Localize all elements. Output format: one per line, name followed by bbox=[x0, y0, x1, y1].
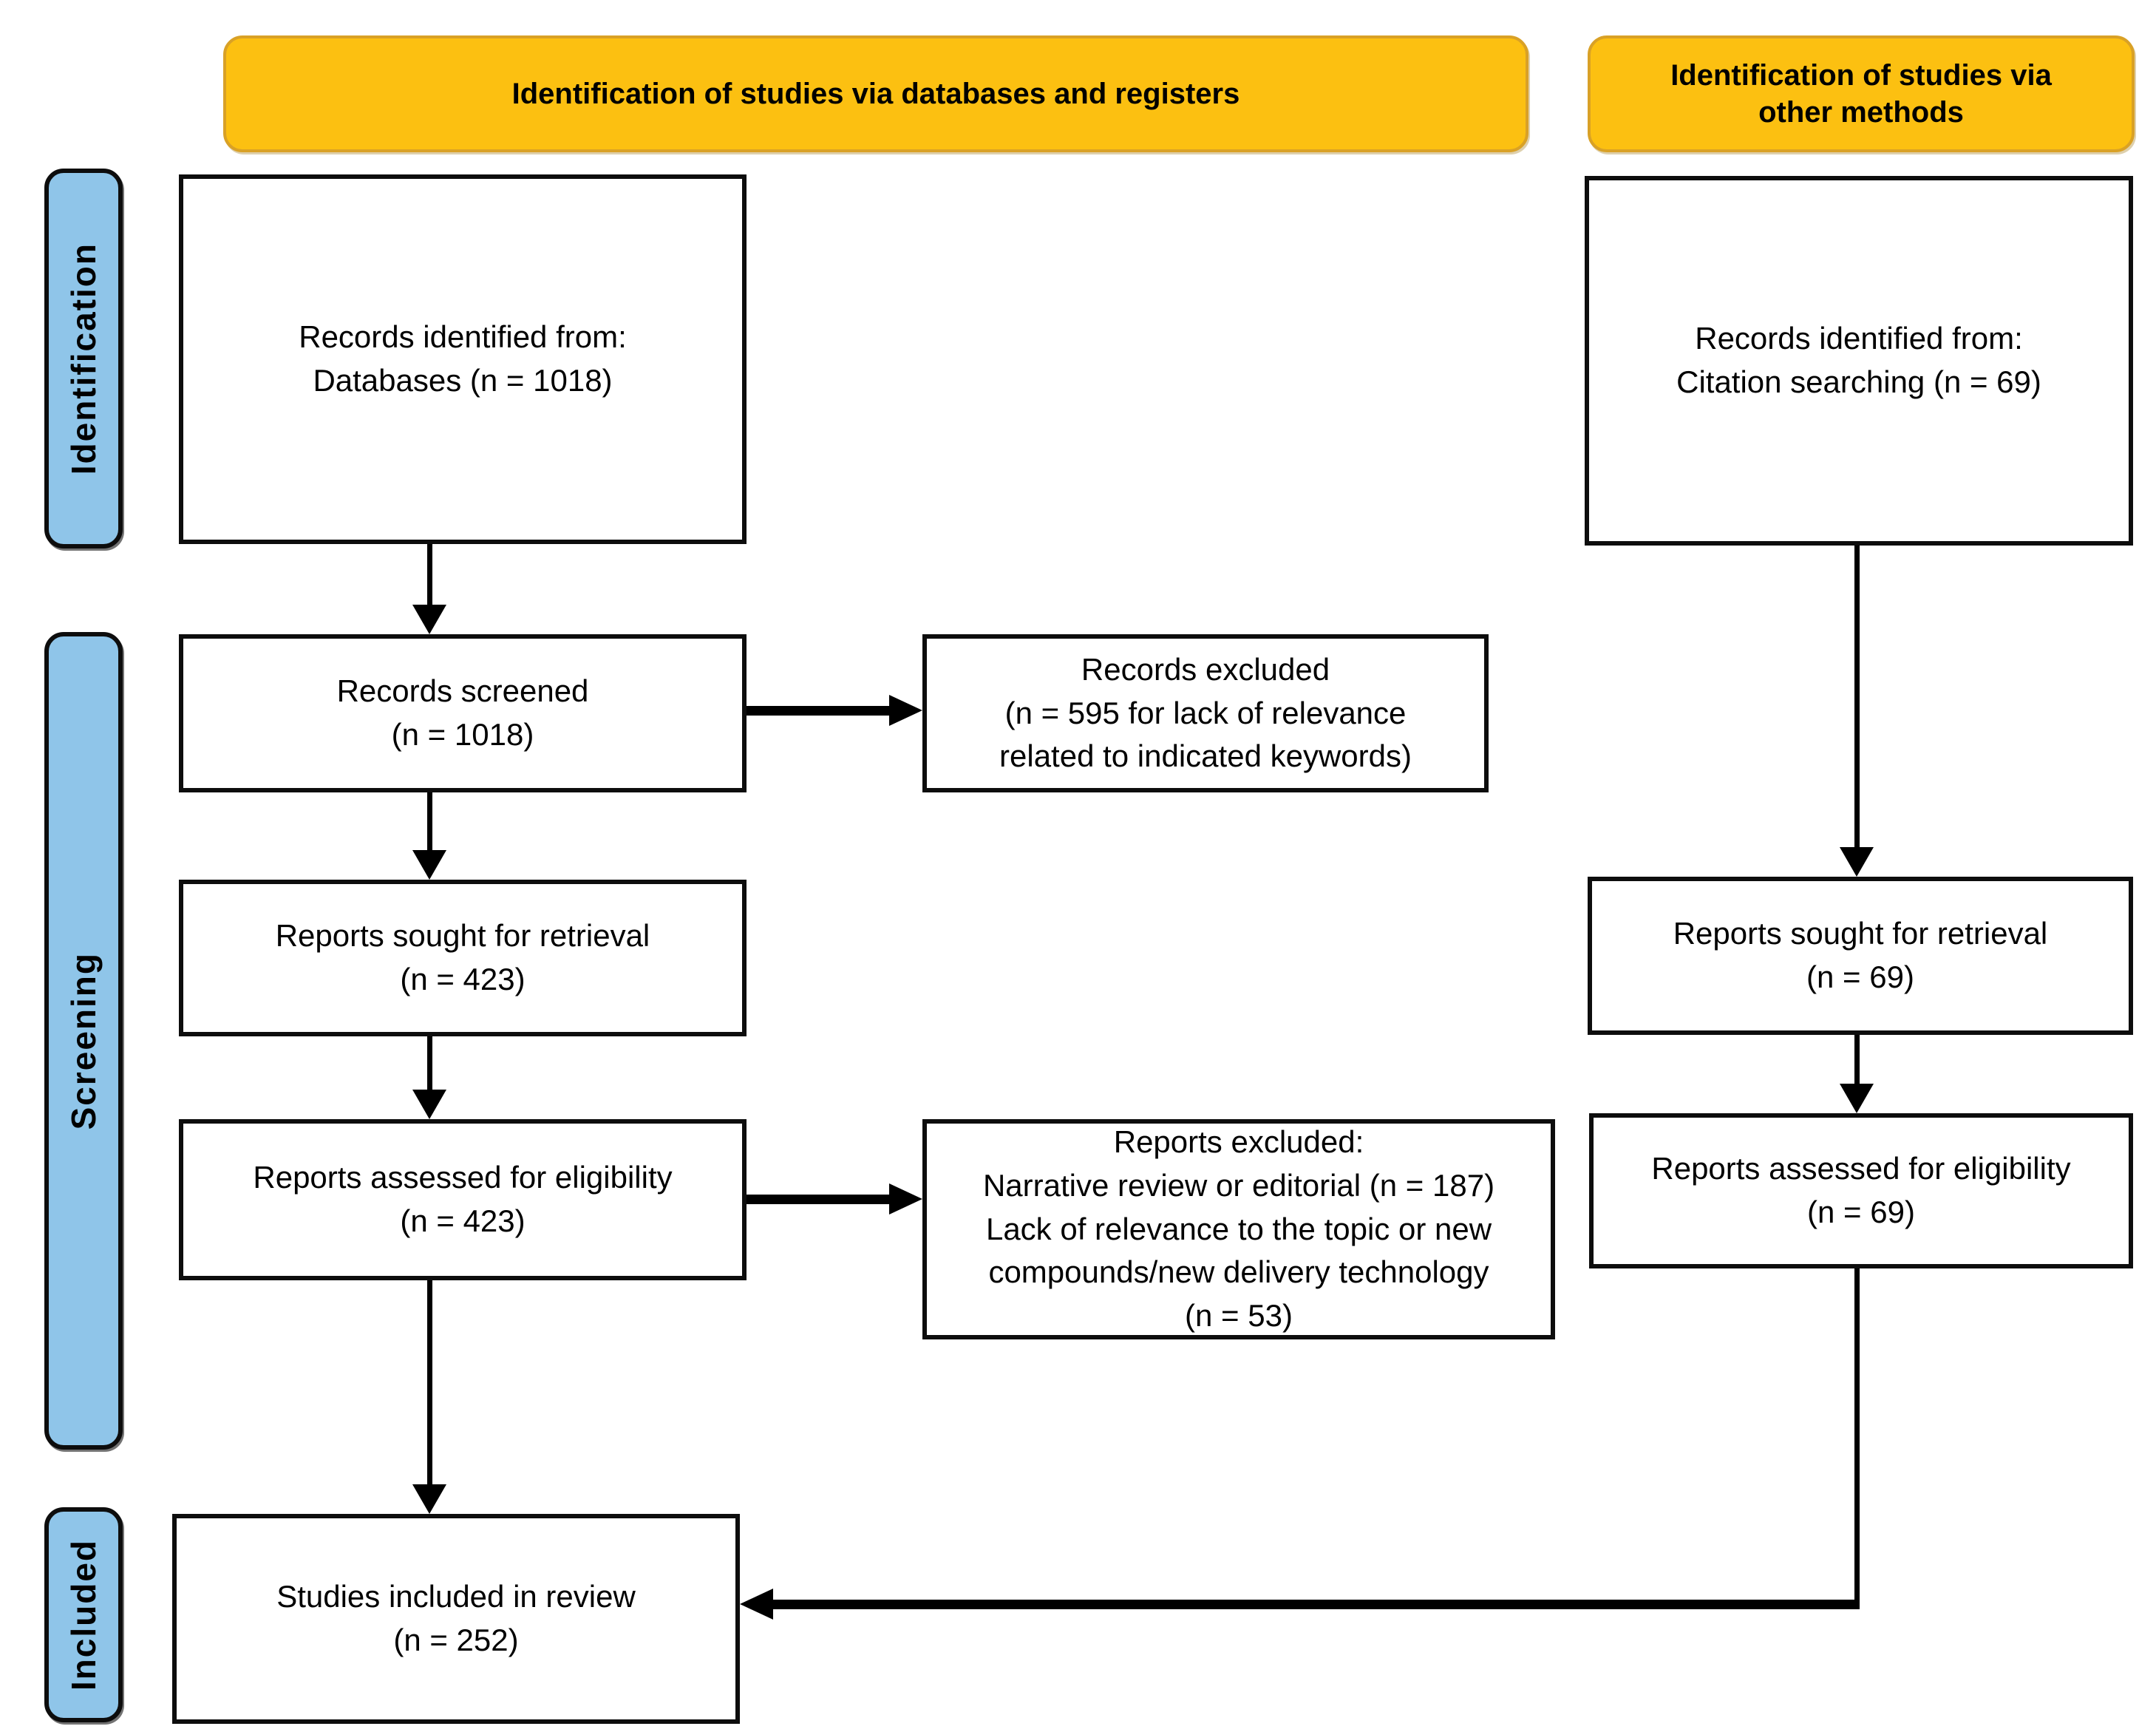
stage-identification: Identification bbox=[44, 169, 123, 548]
arrow-screened-to-sought-line bbox=[427, 792, 432, 855]
arrow-sought-to-assessed-line bbox=[427, 1036, 432, 1094]
stage-screening-label: Screening bbox=[64, 951, 103, 1130]
box-reports-sought-other: Reports sought for retrieval (n = 69) bbox=[1588, 877, 2133, 1035]
arrow-citation-to-sought-head-icon bbox=[1840, 847, 1874, 877]
stage-included-label: Included bbox=[64, 1538, 103, 1691]
box-reports-excluded: Reports excluded: Narrative review or ed… bbox=[922, 1119, 1555, 1339]
arrow-assessed-other-to-included-vline bbox=[1854, 1268, 1860, 1609]
arrow-assessed-to-excluded-head-icon bbox=[889, 1183, 922, 1215]
arrow-assessed-to-excluded-line bbox=[747, 1195, 894, 1204]
arrow-citation-to-sought-line bbox=[1854, 546, 1860, 852]
arrow-sought-to-assessed-head-icon bbox=[412, 1090, 446, 1119]
box-studies-included: Studies included in review (n = 252) bbox=[172, 1514, 740, 1724]
arrow-assessed-to-included-line bbox=[427, 1280, 432, 1489]
box-reports-sought-databases: Reports sought for retrieval (n = 423) bbox=[179, 880, 747, 1036]
box-records-screened: Records screened (n = 1018) bbox=[179, 634, 747, 792]
arrow-identified-to-screened-head-icon bbox=[412, 605, 446, 634]
box-reports-assessed-other: Reports assessed for eligibility (n = 69… bbox=[1589, 1113, 2133, 1268]
box-records-identified-databases: Records identified from: Databases (n = … bbox=[179, 174, 747, 544]
arrow-assessed-other-to-included-hline bbox=[772, 1600, 1860, 1609]
arrow-screened-to-excluded-line bbox=[747, 706, 894, 716]
box-records-excluded: Records excluded (n = 595 for lack of re… bbox=[922, 634, 1489, 792]
arrow-assessed-other-to-included-head-icon bbox=[740, 1589, 773, 1620]
stage-included: Included bbox=[44, 1507, 123, 1722]
box-records-identified-citation: Records identified from: Citation search… bbox=[1585, 176, 2133, 546]
stage-identification-label: Identification bbox=[64, 242, 103, 475]
arrow-screened-to-excluded-head-icon bbox=[889, 695, 922, 726]
arrow-identified-to-screened-line bbox=[427, 544, 432, 608]
stage-screening: Screening bbox=[44, 632, 123, 1450]
arrow-screened-to-sought-head-icon bbox=[412, 850, 446, 880]
arrow-assessed-to-included-head-icon bbox=[412, 1484, 446, 1514]
arrow-sought-other-to-assessed-other-line bbox=[1854, 1035, 1860, 1088]
arrow-sought-other-to-assessed-other-head-icon bbox=[1840, 1084, 1874, 1113]
box-reports-assessed-databases: Reports assessed for eligibility (n = 42… bbox=[179, 1119, 747, 1280]
header-databases-registers: Identification of studies via databases … bbox=[223, 35, 1528, 152]
header-other-methods: Identification of studies via other meth… bbox=[1588, 35, 2135, 152]
